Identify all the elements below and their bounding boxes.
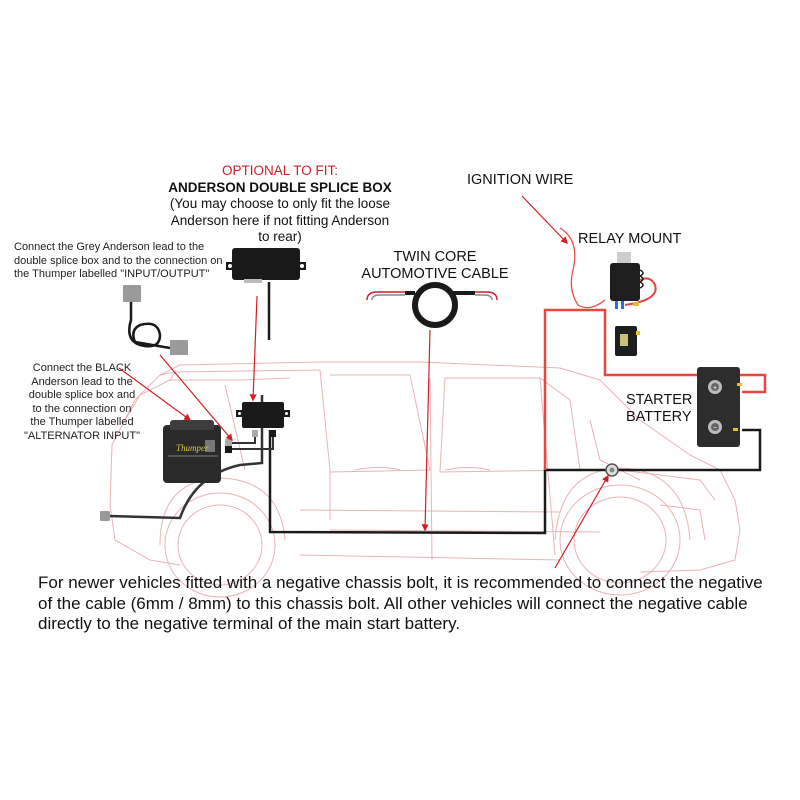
thumper-battery: Thumper <box>163 420 221 483</box>
relay-mount <box>610 252 644 356</box>
optional-heading: OPTIONAL TO FIT: <box>221 163 339 178</box>
ignition-wire-label: IGNITION WIRE <box>467 172 574 188</box>
optional-note-line: (You may choose to only fit the loose <box>169 196 391 211</box>
note-line: Connect the Grey Anderson lead to the <box>14 241 205 253</box>
grey-anderson-lead <box>123 285 188 355</box>
svg-text:+: + <box>713 385 717 392</box>
starter-battery: + − <box>697 367 742 447</box>
splice-box <box>225 402 290 453</box>
note-line: the Thumper labelled <box>30 416 134 428</box>
label-line: AUTOMOTIVE CABLE <box>361 266 509 282</box>
label-line: STARTER <box>626 392 693 408</box>
optional-note-line: to rear) <box>258 229 302 244</box>
note-line: to the connection on <box>32 402 132 415</box>
ignition-wire <box>559 227 606 309</box>
note-line: the Thumper labelled "INPUT/OUTPUT" <box>14 268 210 280</box>
positive-cable-run <box>543 308 767 470</box>
note-line: Anderson lead to the <box>31 375 133 388</box>
thumper-brand-label: Thumper <box>176 443 209 453</box>
svg-text:−: − <box>713 425 717 432</box>
optional-splice-box-label: OPTIONAL TO FIT: ANDERSON DOUBLE SPLICE … <box>150 163 410 246</box>
note-line: "ALTERNATOR INPUT" <box>24 429 140 442</box>
starter-battery-label: STARTER BATTERY <box>626 392 692 426</box>
footer-note: For newer vehicles fitted with a negativ… <box>38 573 763 633</box>
splice-box-title: ANDERSON DOUBLE SPLICE BOX <box>168 179 392 195</box>
note-line: double splice box and <box>28 389 136 401</box>
twin-core-label: TWIN CORE AUTOMOTIVE CABLE <box>340 249 530 283</box>
label-line: BATTERY <box>626 409 692 425</box>
note-line: Connect the BLACK <box>32 362 132 374</box>
relay-mount-label: RELAY MOUNT <box>578 231 682 247</box>
note-line: double splice box and to the connection … <box>14 254 223 267</box>
pointer-arrows <box>118 195 609 569</box>
label-line: TWIN CORE <box>393 249 477 265</box>
chassis-bolt-icon <box>605 463 619 477</box>
grey-anderson-note: Connect the Grey Anderson lead to the do… <box>14 241 223 282</box>
optional-splice-box <box>226 248 306 340</box>
optional-note-line: Anderson here if not fitting Anderson <box>170 212 390 228</box>
twin-core-cable-coil <box>366 282 498 328</box>
black-anderson-note: Connect the BLACK Anderson lead to the d… <box>12 362 152 443</box>
